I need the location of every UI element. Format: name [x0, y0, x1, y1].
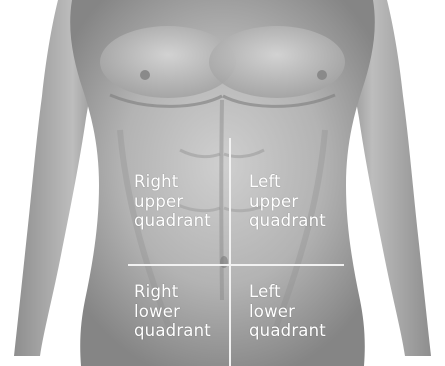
navel	[220, 256, 228, 268]
left-pectoral	[209, 26, 345, 98]
right-upper-quadrant-label: Right upper quadrant	[134, 172, 211, 231]
right-nipple	[140, 70, 150, 80]
left-lower-quadrant-label: Left lower quadrant	[249, 282, 326, 341]
left-upper-quadrant-label: Left upper quadrant	[249, 172, 326, 231]
left-nipple	[317, 70, 327, 80]
right-lower-quadrant-label: Right lower quadrant	[134, 282, 211, 341]
